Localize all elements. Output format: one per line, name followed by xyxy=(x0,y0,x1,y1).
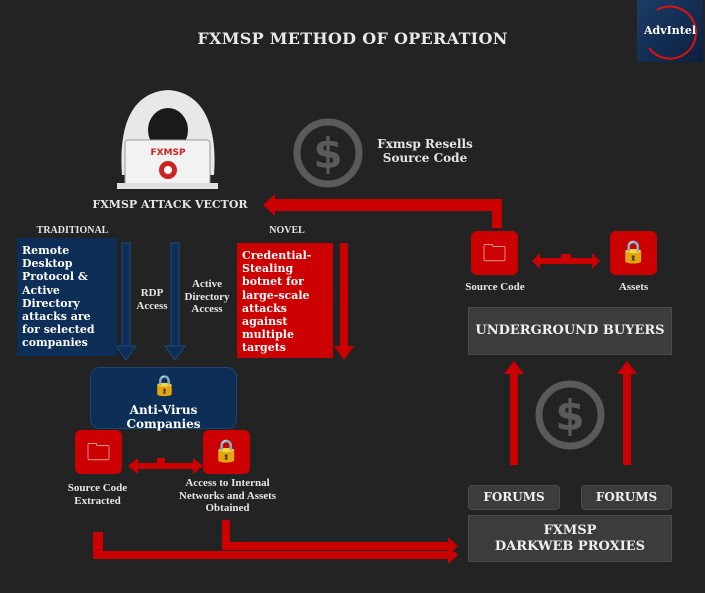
underground-buyers-box: UNDERGROUND BUYERS xyxy=(468,307,672,355)
novel-down-arrowhead xyxy=(334,346,354,360)
extracted-to-proxies-arrow xyxy=(93,532,458,564)
source-code-extracted-label: Source Code Extracted xyxy=(67,482,128,507)
forums-to-buyers-arrow-left xyxy=(510,372,518,465)
assets-label: Assets xyxy=(618,281,649,293)
rdp-arrowhead xyxy=(115,345,137,361)
lock-icon: 🔒 xyxy=(203,430,250,474)
resell-line2: Source Code xyxy=(382,150,468,165)
lock-icon: 🔒 xyxy=(152,373,177,397)
darkweb-proxies-box: FXMSP DARKWEB PROXIES xyxy=(468,515,672,562)
access-to-proxies-arrow xyxy=(222,520,458,555)
bottom-connector xyxy=(128,458,203,474)
novel-down-arrow-shaft xyxy=(340,243,348,348)
proxies-line1: FXMSP xyxy=(543,523,597,538)
traditional-label: TRADITIONAL xyxy=(36,225,109,236)
forums-to-buyers-arrowhead-right xyxy=(617,361,637,374)
ad-arrow xyxy=(170,242,180,349)
folder-icon: 🗀 xyxy=(471,231,518,275)
ad-access-label: Active Directory Access xyxy=(184,278,230,316)
dollar-icon xyxy=(293,118,605,450)
laptop-label: FXMSP xyxy=(150,148,186,158)
ad-arrowhead xyxy=(164,345,186,361)
source-code-label: Source Code xyxy=(465,281,525,293)
resell-text: Fxmsp Resells Source Code xyxy=(375,137,475,166)
proxies-line2: DARKWEB PROXIES xyxy=(494,538,646,554)
top-right-connector xyxy=(532,253,600,269)
forums-to-buyers-arrow-right xyxy=(623,372,631,465)
traditional-doc: Remote Desktop Protocol & Active Directo… xyxy=(17,238,117,356)
folder-icon: 🗀 xyxy=(75,430,122,474)
dollar-sign-icon: $ xyxy=(313,129,342,178)
resell-arrow xyxy=(263,194,502,228)
antivirus-label: Anti-Virus Companies xyxy=(126,403,201,431)
access-obtained-label: Access to Internal Networks and Assets O… xyxy=(178,477,277,515)
logo-text: AdvIntel xyxy=(643,24,697,37)
advintel-logo: AdvIntel xyxy=(637,0,703,62)
lock-icon: 🔒 xyxy=(610,231,657,275)
hacker-icon xyxy=(117,90,218,189)
dollar-sign-icon: $ xyxy=(555,391,584,440)
antivirus-box: 🔒 Anti-Virus Companies xyxy=(90,367,237,431)
novel-doc: Credential-Stealing botnet for large-sca… xyxy=(237,243,333,358)
rdp-arrow xyxy=(121,242,131,349)
rdp-access-label: RDP Access xyxy=(136,287,168,312)
forums-box-2: FORUMS xyxy=(581,485,672,510)
page-title: FXMSP METHOD OF OPERATION xyxy=(197,29,508,48)
novel-label: NOVEL xyxy=(269,225,305,236)
forums-to-buyers-arrowhead-left xyxy=(504,361,524,374)
attack-vector-caption: FXMSP ATTACK VECTOR xyxy=(92,198,248,211)
forums-box-1: FORUMS xyxy=(468,485,560,510)
resell-line1: Fxmsp Resells xyxy=(377,137,473,151)
